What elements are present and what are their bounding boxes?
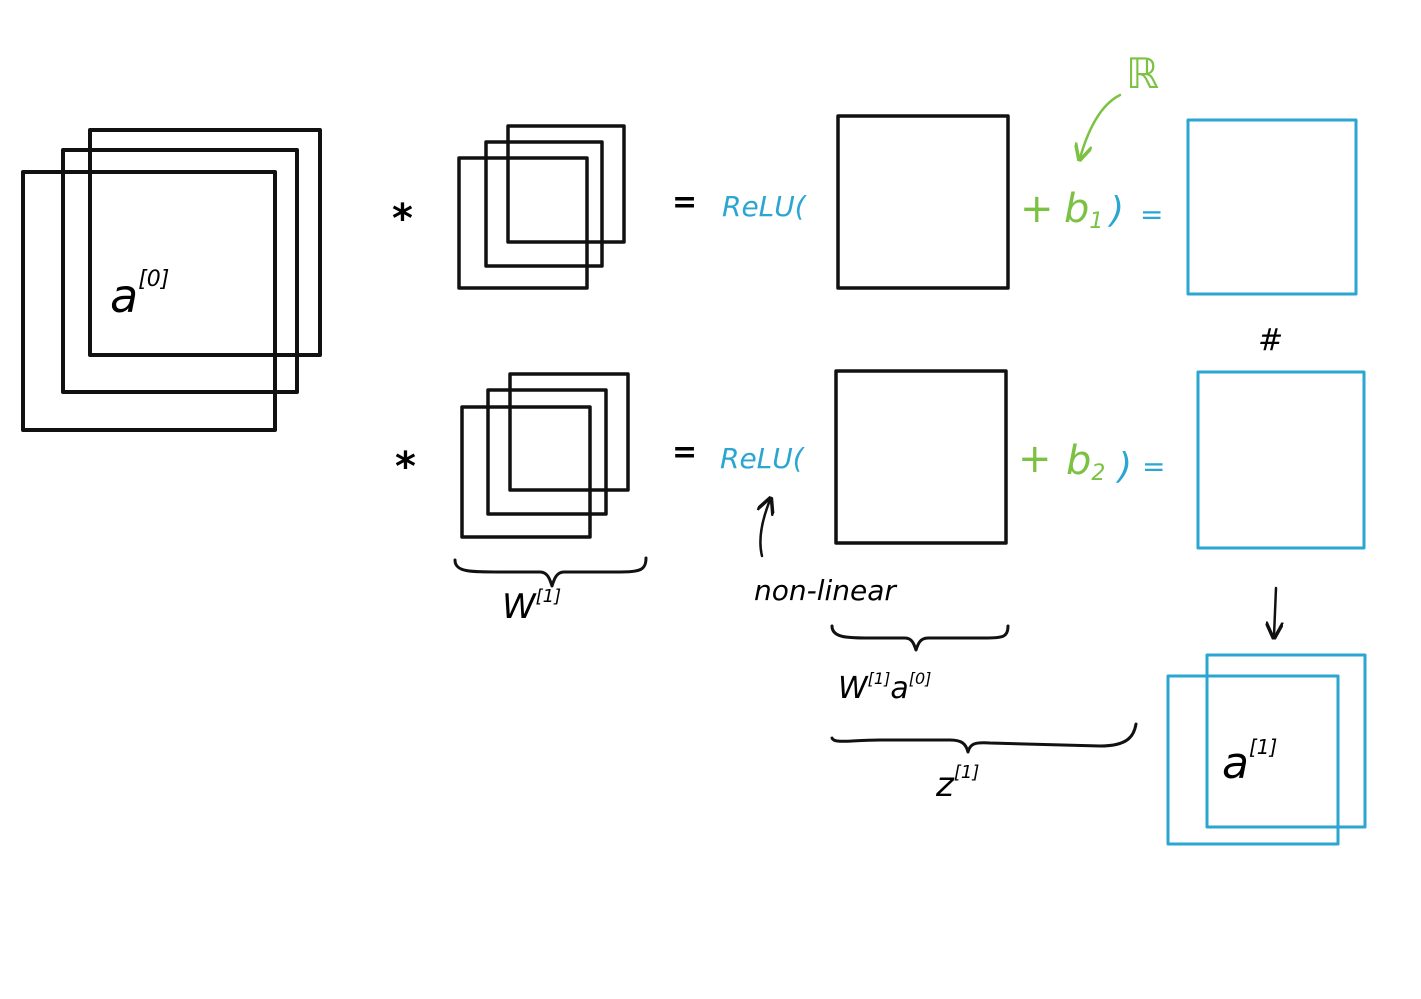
equals-relu-2: = [1142,450,1165,483]
product-brace [830,624,1010,652]
close-paren-1: ) [1107,190,1124,231]
relu-1: ReLU( [722,190,807,223]
bias-plus-2: + [1018,436,1052,482]
activation-map-2 [1196,370,1366,550]
filter-2 [460,372,630,539]
bias-term-2: + b2 ) = [1018,436,1165,487]
relu-2: ReLU( [720,442,805,475]
reals-symbol: ℝ [1126,49,1159,98]
input-slice-front [21,170,277,432]
bias-term-1: + b1 ) = [1020,186,1163,234]
filter-2-slice-front [460,405,592,539]
filter-2-slice-middle [486,388,608,516]
filter-1 [457,124,626,290]
input-label: a[0] [110,267,169,323]
convolve-operator-2: * [395,444,416,490]
input-slice-back [88,128,322,357]
bias-1: b1 [1064,186,1103,234]
conv-output-2 [834,369,1008,545]
weights-label: W[1] [502,586,561,627]
output-slice-back [1205,653,1367,829]
filter-brace [453,556,648,588]
z-label: z[1] [935,762,979,805]
bias-2: b2 [1066,438,1105,486]
equals-2: = [672,435,697,470]
bias-plus-1: + [1020,186,1054,232]
conv-output-1 [836,114,1010,290]
input-volume: a[0] [21,128,322,432]
stack-down-arrow [1274,586,1276,636]
close-paren-2: ) [1115,446,1132,487]
nonlinear-arrow [760,500,770,558]
filter-1-slice-middle [484,140,604,268]
input-slice-middle [61,148,299,394]
equals-relu-1: = [1140,198,1163,231]
filter-1-slice-front [457,156,589,290]
nonlinear-label: non-linear [754,574,897,607]
filter-2-slice-back [508,372,630,492]
output-volume: a[1] [1166,653,1367,846]
stack-symbol: # [1258,323,1283,358]
filter-1-slice-back [506,124,626,244]
z-brace [830,722,1138,754]
convolve-operator-1: * [392,196,413,242]
activation-map-1 [1186,118,1358,296]
bias-scalar-arrow [1080,93,1122,158]
equals-1: = [672,185,697,220]
output-label: a[1] [1222,735,1277,789]
product-label: W[1]a[0] [838,669,931,706]
output-slice-front [1166,674,1340,846]
